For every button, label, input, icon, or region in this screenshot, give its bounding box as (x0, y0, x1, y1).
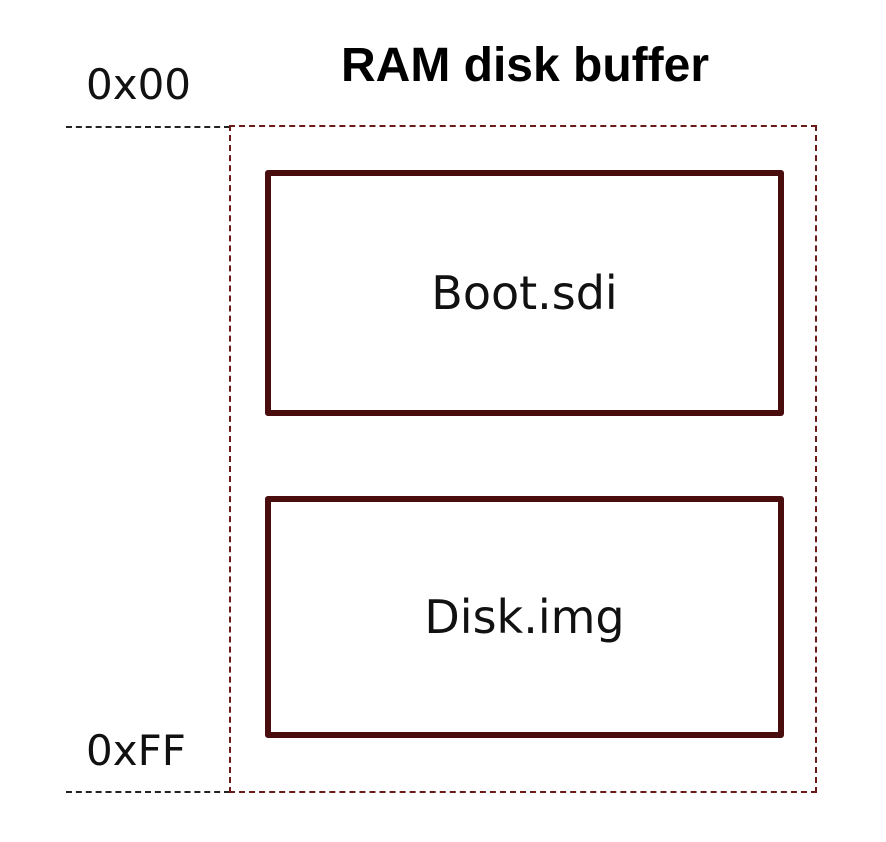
disk-img-label: Disk.img (424, 590, 625, 644)
address-start-guide-line (66, 126, 230, 128)
address-start-label: 0x00 (86, 60, 192, 109)
address-end-label: 0xFF (86, 726, 186, 775)
diagram-title: RAM disk buffer (340, 39, 709, 92)
ram-disk-buffer-region (229, 125, 817, 793)
address-end-guide-line (66, 791, 230, 793)
disk-img-block: Disk.img (265, 496, 784, 738)
boot-sdi-block: Boot.sdi (265, 170, 784, 416)
boot-sdi-label: Boot.sdi (431, 266, 618, 320)
